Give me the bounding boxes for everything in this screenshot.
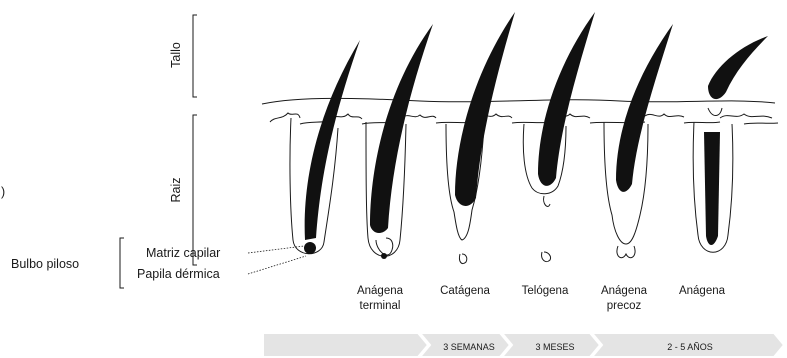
follicle-2 (366, 24, 433, 259)
timeline-label-4: 2 - 5 AÑOS (667, 342, 713, 352)
stage-2-line1: Catágena (440, 285, 490, 297)
stage-1-line2: terminal (360, 300, 401, 312)
stage-4-line2: precoz (607, 300, 642, 312)
raiz-label: Raiz (169, 177, 183, 202)
tallo-bracket (193, 15, 197, 97)
stage-1-line1: Anágena (357, 285, 404, 297)
stage-5-line1: Anágena (679, 285, 726, 297)
timeline-segment-1 (263, 333, 428, 357)
leader-lines (248, 246, 306, 274)
papila-label: Papila dérmica (137, 267, 220, 281)
timeline-label-2: 3 SEMANAS (443, 342, 495, 352)
tallo-label: Tallo (169, 42, 183, 68)
matriz-label: Matriz capilar (146, 246, 220, 260)
timeline-label-3: 3 MESES (535, 342, 574, 352)
bulbo-label: Bulbo piloso (11, 257, 79, 271)
follicle-1 (290, 40, 360, 254)
follicle-3 (446, 12, 515, 264)
follicle-5 (604, 24, 673, 258)
raiz-bracket (193, 115, 197, 265)
bulbo-bracket (120, 238, 124, 288)
stray-mark: ) (1, 185, 5, 199)
stage-4-line1: Anágena (601, 285, 648, 297)
stage-3-line1: Telógena (522, 285, 569, 297)
follicle-6 (693, 36, 768, 252)
timeline: 3 SEMANAS 3 MESES 2 - 5 AÑOS (263, 333, 784, 357)
follicle-4 (523, 12, 595, 262)
